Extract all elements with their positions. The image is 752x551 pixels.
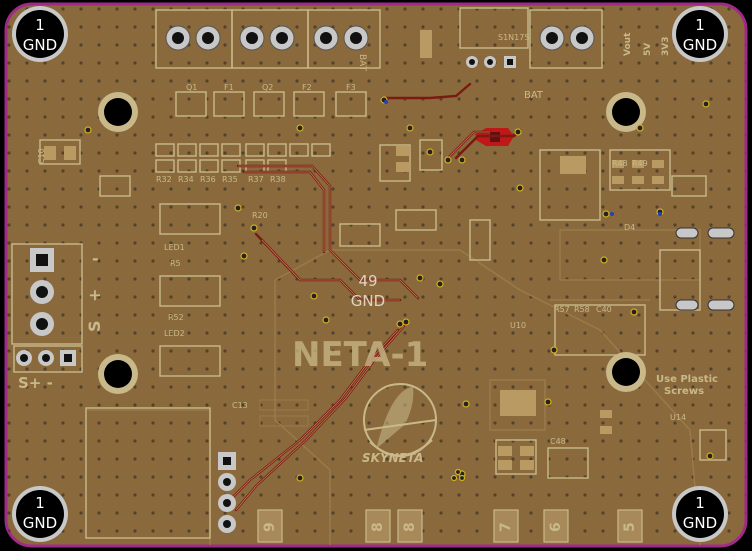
pin-label-8-a: 8 [370, 522, 386, 532]
vias [84, 96, 714, 482]
edge-connector-pads [257, 509, 643, 543]
note-line-1: Use Plastic [656, 374, 718, 385]
pin-label-5: 5 [622, 522, 638, 532]
label-f3: F3 [346, 83, 356, 92]
label-c10: C10 [37, 148, 46, 164]
label-r35: R35 [222, 175, 238, 184]
mounting-hole-bottom-left [12, 486, 68, 542]
silkscreen-footprints [11, 7, 727, 539]
mounting-hole-top-left [12, 6, 68, 62]
label-q1: Q1 [186, 83, 197, 92]
label-r52: R52 [168, 313, 184, 322]
board-holes [98, 92, 646, 394]
label-r37: R37 [248, 175, 264, 184]
hole-br-net-name: GND [683, 514, 717, 532]
center-net-num: 49 [358, 272, 377, 290]
label-c48: C48 [550, 437, 566, 446]
label-led2: LED2 [164, 329, 185, 338]
hole-tr-net-name: GND [683, 36, 717, 54]
label-f2: F2 [302, 83, 312, 92]
terminal-label-plus: + [85, 289, 104, 302]
label-r5: R5 [170, 259, 181, 268]
label-r36: R36 [200, 175, 216, 184]
terminal-label-s: S [85, 320, 104, 332]
terminal-block-top [165, 25, 595, 51]
mounting-hole-top-right [672, 6, 728, 62]
pin-label-8-b: 8 [402, 522, 418, 532]
label-r20: R20 [252, 211, 268, 220]
label-c40: C40 [596, 305, 612, 314]
power-label-5v: 5V [643, 43, 653, 56]
hole-tl-net-num: 1 [35, 16, 45, 34]
label-u10: U10 [510, 321, 526, 330]
terminal-label-bottom: S+ - [18, 374, 53, 392]
note-line-2: Screws [664, 386, 704, 397]
power-label-vout: Vout [623, 32, 633, 56]
label-r58: R58 [574, 305, 590, 314]
label-f1: F1 [224, 83, 234, 92]
label-bat-top: BAT [357, 54, 367, 72]
hole-bl-net-name: GND [23, 514, 57, 532]
pin-header [218, 56, 516, 533]
label-r34: R34 [178, 175, 194, 184]
board-title: NETA-1 [292, 335, 428, 375]
hole-tr-net-num: 1 [695, 16, 705, 34]
pin-label-6: 6 [548, 522, 564, 532]
usb-connector-pads [675, 227, 735, 311]
hole-tl-net-name: GND [23, 36, 57, 54]
label-r32: R32 [156, 175, 172, 184]
label-r48: R48 [612, 159, 628, 168]
pin-label-9-a: 9 [262, 522, 278, 532]
label-bat: BAT [524, 90, 544, 101]
label-c13: C13 [232, 401, 248, 410]
label-r57: R57 [554, 305, 570, 314]
label-q2: Q2 [262, 83, 273, 92]
hole-bl-net-num: 1 [35, 494, 45, 512]
label-d4: D4 [624, 223, 635, 232]
power-label-3v3: 3V3 [661, 37, 671, 57]
skyneta-logo [363, 383, 437, 457]
pin-label-7: 7 [498, 522, 514, 532]
hole-br-net-num: 1 [695, 494, 705, 512]
label-r49: R49 [632, 159, 648, 168]
label-led1: LED1 [164, 243, 185, 252]
mounting-hole-bottom-right [672, 486, 728, 542]
terminal-label-minus: - [92, 249, 99, 268]
label-u14: U14 [670, 413, 686, 422]
smd-pads [44, 30, 664, 470]
terminal-block-left [16, 248, 76, 366]
label-r38: R38 [270, 175, 286, 184]
logo-text: SKYNETA [362, 451, 423, 465]
center-net-name: GND [351, 292, 385, 310]
label-diode: S1N17S [498, 33, 529, 42]
